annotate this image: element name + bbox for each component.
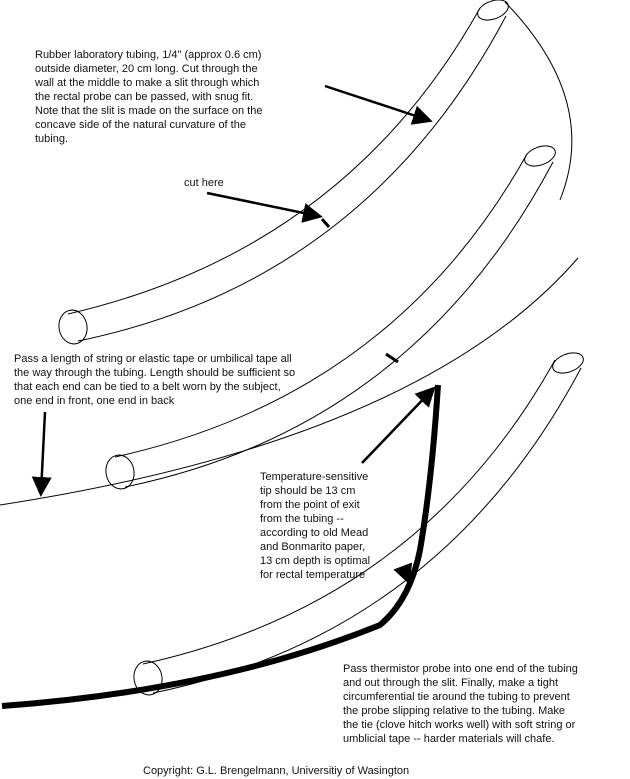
note-probe: Pass thermistor probe into one end of th… [343,663,581,745]
arrow-to-tube [324,84,433,125]
arrow-cut-here [206,191,323,223]
string-line [0,257,579,506]
note-tubing: Rubber laboratory tubing, 1/4" (approx 0… [34,49,266,145]
thermistor-probe [1,384,441,709]
slit-mark [320,218,331,228]
cut-here-label: cut here [184,177,224,189]
note-tip: Temperature-sensitive tip should be 13 c… [260,471,373,581]
tube-step-3 [133,352,584,696]
arrow-to-exit [393,562,413,585]
arrow-to-string [31,411,52,497]
copyright: Copyright: G.L. Brengelmann, Universitiy… [143,765,409,777]
arrows [31,84,436,585]
note-string: Pass a length of string or elastic tape … [14,353,298,407]
guide-arc [504,1,573,201]
arrow-to-tip [361,386,436,464]
slit-mark [385,352,399,364]
tube-step-2 [0,145,579,506]
